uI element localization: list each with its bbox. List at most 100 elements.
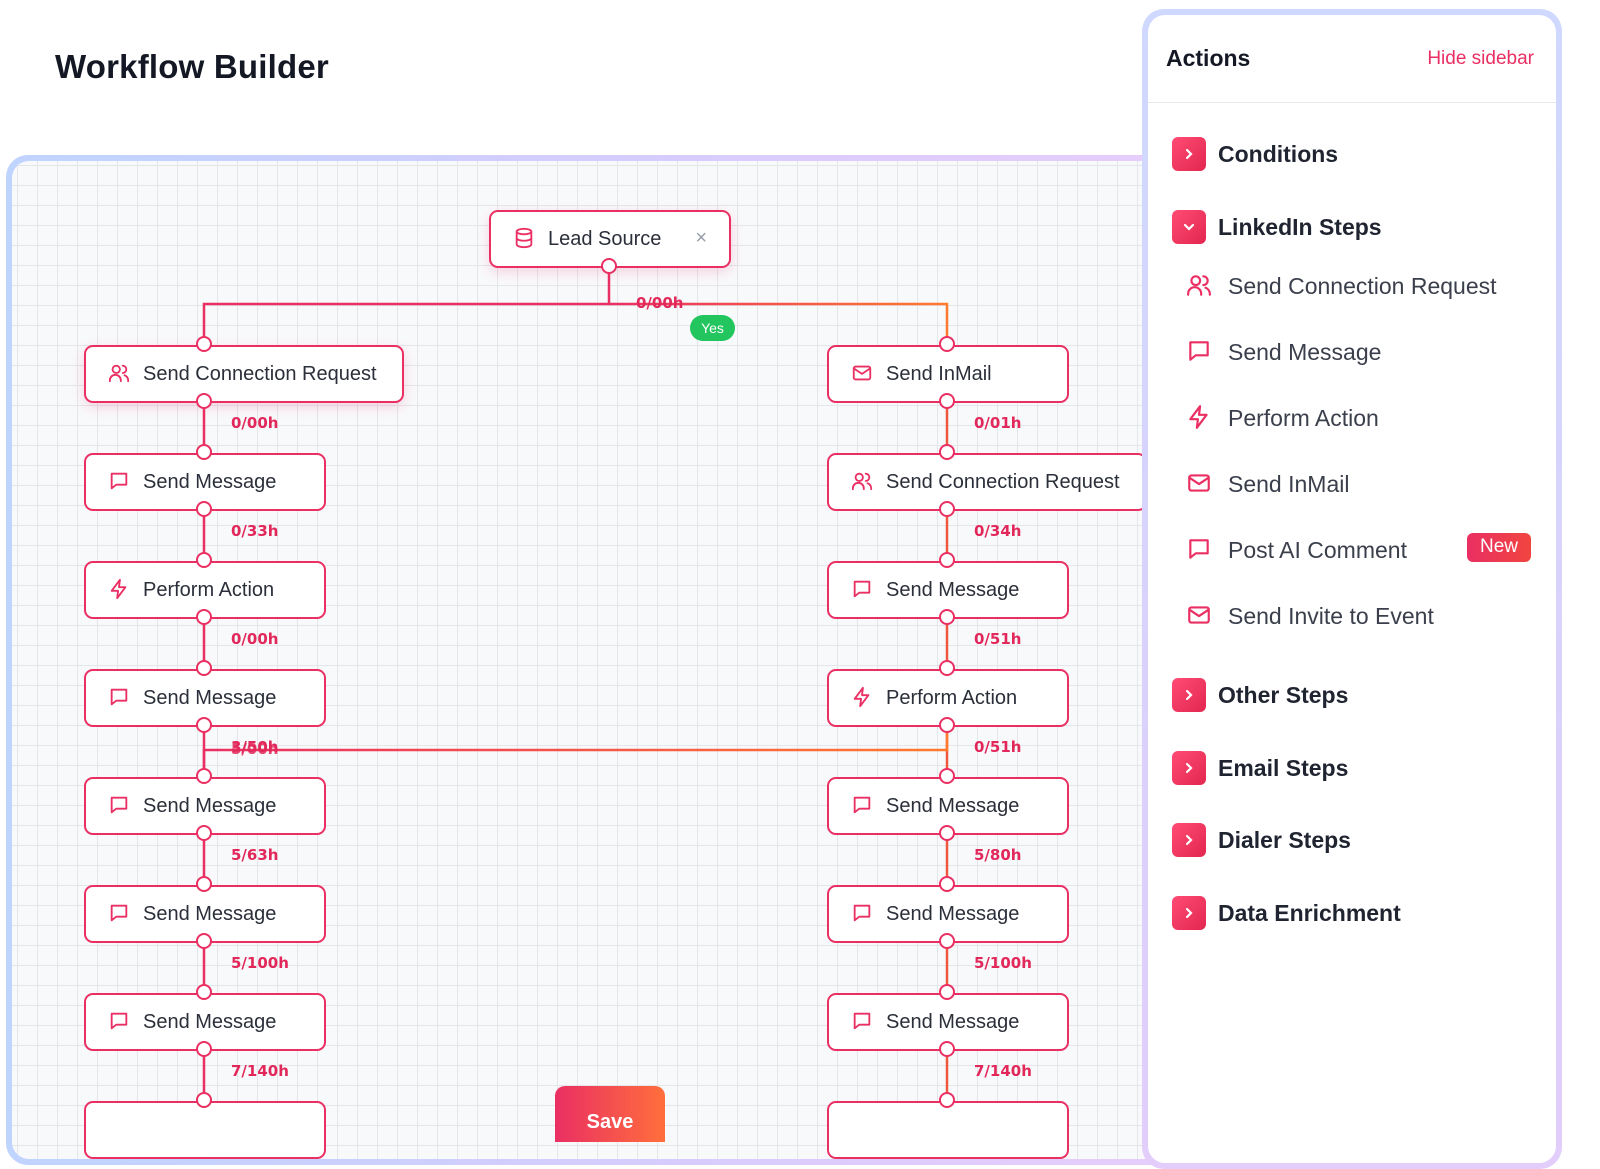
hide-sidebar-link[interactable]: Hide sidebar xyxy=(1427,47,1534,69)
mail-icon xyxy=(1186,470,1214,498)
node-label: Send Message xyxy=(143,902,277,925)
connection-port[interactable] xyxy=(939,660,955,676)
sidebar-item-label: Send Invite to Event xyxy=(1228,602,1434,629)
connection-port[interactable] xyxy=(196,825,212,841)
connection-port[interactable] xyxy=(939,393,955,409)
section-email-steps[interactable]: Email Steps xyxy=(1172,751,1348,785)
connection-port[interactable] xyxy=(196,444,212,460)
connection-port[interactable] xyxy=(196,1041,212,1057)
connection-port[interactable] xyxy=(196,552,212,568)
sidebar-item-send-connection-request[interactable]: Send Connection Request xyxy=(1186,272,1531,300)
connection-port[interactable] xyxy=(939,933,955,949)
sidebar-header: Actions Hide sidebar xyxy=(1148,15,1556,103)
connection-port[interactable] xyxy=(196,768,212,784)
message-icon xyxy=(851,1010,875,1034)
connection-port[interactable] xyxy=(939,1092,955,1108)
next-step-node[interactable] xyxy=(84,1101,326,1159)
delay-label: 0/33h xyxy=(231,522,279,540)
sidebar-item-send-message[interactable]: Send Message xyxy=(1186,338,1531,366)
sidebar-item-send-inmail[interactable]: Send InMail xyxy=(1186,470,1531,498)
connection-port[interactable] xyxy=(196,876,212,892)
node-label: Send Message xyxy=(143,686,277,709)
sidebar-item-perform-action[interactable]: Perform Action xyxy=(1186,404,1531,432)
connection-port[interactable] xyxy=(939,984,955,1000)
section-conditions[interactable]: Conditions xyxy=(1172,137,1338,171)
connection-port[interactable] xyxy=(939,444,955,460)
delay-label: 5/63h xyxy=(231,846,279,864)
connection-port[interactable] xyxy=(196,1092,212,1108)
new-badge: New xyxy=(1466,533,1531,562)
delay-label: 5/100h xyxy=(231,954,289,972)
delay-label: 0/00h xyxy=(231,630,279,648)
delay-label: 0/34h xyxy=(974,522,1022,540)
delay-label: 7/140h xyxy=(231,1062,289,1080)
connection-port[interactable] xyxy=(939,552,955,568)
connection-port[interactable] xyxy=(196,933,212,949)
mail-icon xyxy=(1186,602,1214,630)
connection-port[interactable] xyxy=(939,876,955,892)
send-connection-request-node[interactable]: Send Connection Request xyxy=(827,453,1147,511)
sidebar-item-label: Post AI Comment xyxy=(1228,536,1407,563)
connection-port[interactable] xyxy=(196,984,212,1000)
send-message-node[interactable]: Send Message xyxy=(827,885,1069,943)
connection-port[interactable] xyxy=(939,768,955,784)
section-label: Conditions xyxy=(1218,140,1339,167)
delay-label: 7/140h xyxy=(974,1062,1032,1080)
sidebar-item-label: Send InMail xyxy=(1228,470,1350,497)
send-connection-request-node[interactable]: Send Connection Request xyxy=(84,345,404,403)
next-step-node[interactable] xyxy=(827,1101,1069,1159)
chevron-down-icon xyxy=(1172,210,1206,244)
page-title: Workflow Builder xyxy=(55,48,329,85)
bolt-icon xyxy=(851,686,875,710)
chevron-right-icon xyxy=(1172,751,1206,785)
connection-port[interactable] xyxy=(196,336,212,352)
section-other-steps[interactable]: Other Steps xyxy=(1172,678,1348,712)
node-label: Perform Action xyxy=(143,578,275,601)
connection-port[interactable] xyxy=(196,660,212,676)
section-linkedin-steps[interactable]: LinkedIn Steps xyxy=(1172,210,1382,244)
connection-port[interactable] xyxy=(196,717,212,733)
chevron-right-icon xyxy=(1172,823,1206,857)
sidebar-item-label: Send Connection Request xyxy=(1228,272,1497,299)
connection-port[interactable] xyxy=(939,609,955,625)
delay-label: 0/51h xyxy=(974,630,1022,648)
node-label: Send Message xyxy=(886,578,1020,601)
section-data-enrichment[interactable]: Data Enrichment xyxy=(1172,896,1401,930)
delay-label: 5/80h xyxy=(974,846,1022,864)
users-icon xyxy=(108,362,132,386)
split-delay-label: 0/00h xyxy=(636,294,684,312)
section-label: Email Steps xyxy=(1218,754,1349,781)
output-port[interactable] xyxy=(601,258,617,274)
sidebar-item-post-ai-comment[interactable]: Post AI Comment New xyxy=(1186,533,1531,564)
message-icon xyxy=(108,794,132,818)
connection-port[interactable] xyxy=(196,609,212,625)
connection-port[interactable] xyxy=(939,501,955,517)
yes-branch-badge: Yes xyxy=(690,315,735,341)
save-button[interactable]: Save xyxy=(555,1086,665,1142)
node-label: Send Message xyxy=(886,794,1020,817)
connection-port[interactable] xyxy=(196,501,212,517)
node-label: Send Connection Request xyxy=(886,470,1120,493)
bolt-icon xyxy=(1186,404,1214,432)
connection-port[interactable] xyxy=(939,336,955,352)
section-dialer-steps[interactable]: Dialer Steps xyxy=(1172,823,1351,857)
connection-port[interactable] xyxy=(196,393,212,409)
connection-port[interactable] xyxy=(939,717,955,733)
sidebar-item-label: Send Message xyxy=(1228,338,1382,365)
close-icon[interactable]: × xyxy=(695,227,707,249)
users-icon xyxy=(1186,272,1214,300)
database-icon xyxy=(513,227,537,251)
message-icon xyxy=(108,902,132,926)
connection-port[interactable] xyxy=(939,1041,955,1057)
sidebar-item-send-invite-to-event[interactable]: Send Invite to Event xyxy=(1186,602,1531,630)
node-label: Send InMail xyxy=(886,362,992,385)
lead-source-label: Lead Source xyxy=(548,227,662,250)
chevron-right-icon xyxy=(1172,678,1206,712)
send-message-node[interactable]: Send Message xyxy=(84,885,326,943)
bolt-icon xyxy=(108,578,132,602)
section-label: Dialer Steps xyxy=(1218,826,1351,853)
node-label: Send Message xyxy=(143,794,277,817)
connection-port[interactable] xyxy=(939,825,955,841)
sidebar-title: Actions xyxy=(1166,45,1251,71)
